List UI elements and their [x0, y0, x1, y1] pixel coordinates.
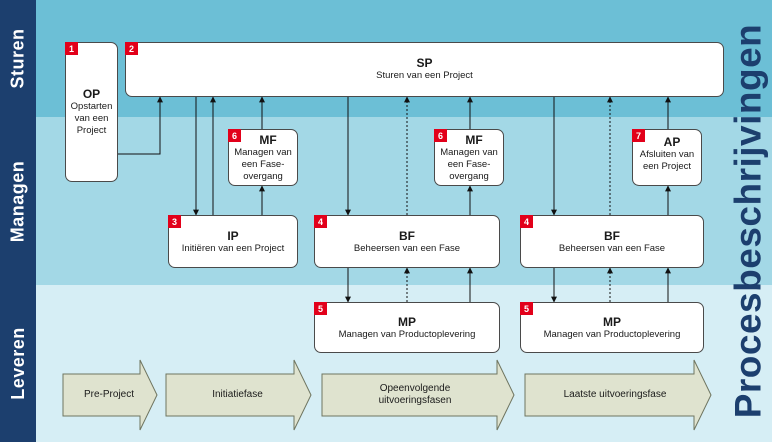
process-bf-2-desc: Beheersen van een Fase — [558, 243, 666, 254]
process-ip[interactable]: IP Initiëren van een Project — [168, 215, 298, 268]
phase-label-2: Initiatiefase — [212, 389, 263, 400]
process-bf-2-number: 4 — [520, 215, 533, 228]
process-sp-desc: Sturen van een Project — [376, 70, 473, 81]
phase-arrow-3 — [321, 359, 515, 431]
process-ap-abbr: AP — [663, 135, 681, 149]
process-op-abbr: OP — [82, 87, 101, 101]
phase-arrow-2 — [165, 359, 312, 431]
process-op-number: 1 — [65, 42, 78, 55]
process-mp-1[interactable]: MP Managen van Productoplevering — [314, 302, 500, 353]
phase-arrow-1 — [62, 359, 158, 431]
process-sp-abbr: SP — [416, 56, 433, 70]
process-bf-2-abbr: BF — [604, 229, 620, 243]
process-sp[interactable]: SP Sturen van een Project — [125, 42, 724, 97]
process-mf-2-desc: Managen van een Fase-overgang — [440, 147, 498, 182]
phase-label-1: Pre-Project — [83, 389, 134, 400]
process-mp-1-number: 5 — [314, 302, 327, 315]
process-mf-1-abbr: MF — [259, 133, 277, 147]
process-ip-number: 3 — [168, 215, 181, 228]
phase-arrow-4 — [524, 359, 712, 431]
process-mp-2[interactable]: MP Managen van Productoplevering — [520, 302, 704, 353]
process-mf-1-number: 6 — [228, 129, 241, 142]
process-mp-2-abbr: MP — [603, 315, 621, 329]
process-mf-2-number: 6 — [434, 129, 447, 142]
process-bf-1[interactable]: BF Beheersen van een Fase — [314, 215, 500, 268]
lane-sidebar — [0, 0, 36, 442]
connector-op-sp — [118, 96, 163, 155]
process-bf-1-desc: Beheersen van een Fase — [353, 243, 461, 254]
process-mp-1-abbr: MP — [398, 315, 416, 329]
process-ip-desc: Initiëren van een Project — [181, 243, 285, 254]
process-bf-2[interactable]: BF Beheersen van een Fase — [520, 215, 704, 268]
phase-label-4: Laatste uitvoeringsfase — [563, 389, 667, 400]
process-bf-1-abbr: BF — [399, 229, 415, 243]
process-mf-1-desc: Managen van een Fase-overgang — [234, 147, 292, 182]
process-op[interactable]: OP Opstarten van een Project — [65, 42, 118, 182]
process-sp-number: 2 — [125, 42, 138, 55]
process-mf-2-abbr: MF — [465, 133, 483, 147]
process-mp-2-number: 5 — [520, 302, 533, 315]
process-ap-number: 7 — [632, 129, 645, 142]
process-bf-1-number: 4 — [314, 215, 327, 228]
process-ap-desc: Afsluiten van een Project — [639, 149, 695, 172]
process-mp-2-desc: Managen van Productoplevering — [543, 329, 681, 340]
process-ip-abbr: IP — [227, 229, 239, 243]
process-mp-1-desc: Managen van Productoplevering — [338, 329, 476, 340]
process-op-desc: Opstarten van een Project — [70, 101, 113, 136]
phase-label-3: Opeenvolgende uitvoeringsfasen — [378, 383, 452, 406]
